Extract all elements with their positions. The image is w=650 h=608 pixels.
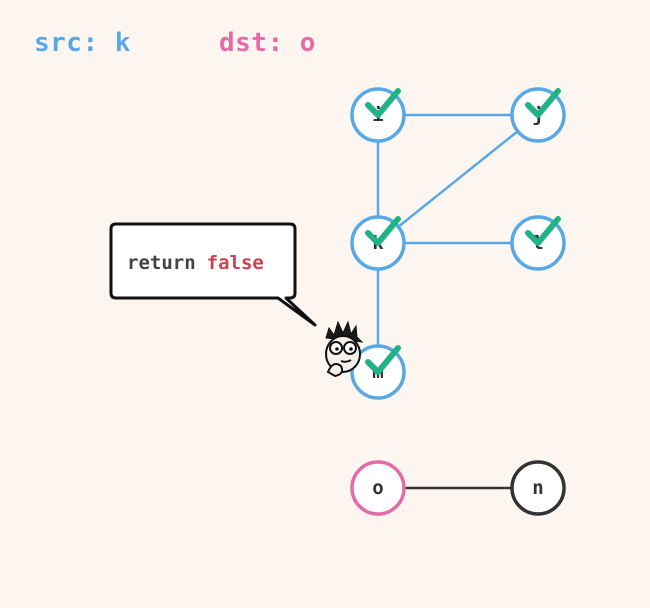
node-k: k (350, 215, 406, 271)
node-circle-o (350, 460, 406, 516)
checkmark-icon (525, 216, 561, 246)
node-label-n: n (532, 477, 543, 499)
node-n: n (510, 460, 566, 516)
dst-prefix: dst: (219, 28, 300, 58)
graph-nodes: i j k l m o n (350, 87, 566, 516)
node-o: o (350, 460, 406, 516)
thinking-face-with-glasses-icon (325, 320, 364, 378)
checkmark-icon (365, 216, 401, 246)
node-label-o: o (372, 477, 383, 499)
false-value: false (207, 252, 264, 274)
source-indicator: src: k (34, 28, 131, 58)
src-prefix: src: (34, 28, 115, 58)
speech-bubble-text: return false (127, 252, 264, 274)
dst-value: o (299, 28, 316, 58)
speech-bubble-outline (109, 222, 317, 327)
node-j: j (510, 87, 566, 143)
node-i: i (350, 87, 406, 143)
src-value: k (114, 28, 131, 58)
checkmark-icon (365, 88, 401, 118)
graph-edges (376, 113, 539, 490)
node-l: l (510, 215, 566, 271)
checkmark-icon (525, 88, 561, 118)
node-m: m (350, 344, 406, 400)
node-circle-n (510, 460, 566, 516)
return-keyword: return (127, 252, 196, 274)
speech-bubble: return false (109, 222, 317, 327)
edge-j-k (377, 114, 539, 244)
destination-indicator: dst: o (219, 28, 316, 58)
checkmark-icon (365, 345, 401, 375)
